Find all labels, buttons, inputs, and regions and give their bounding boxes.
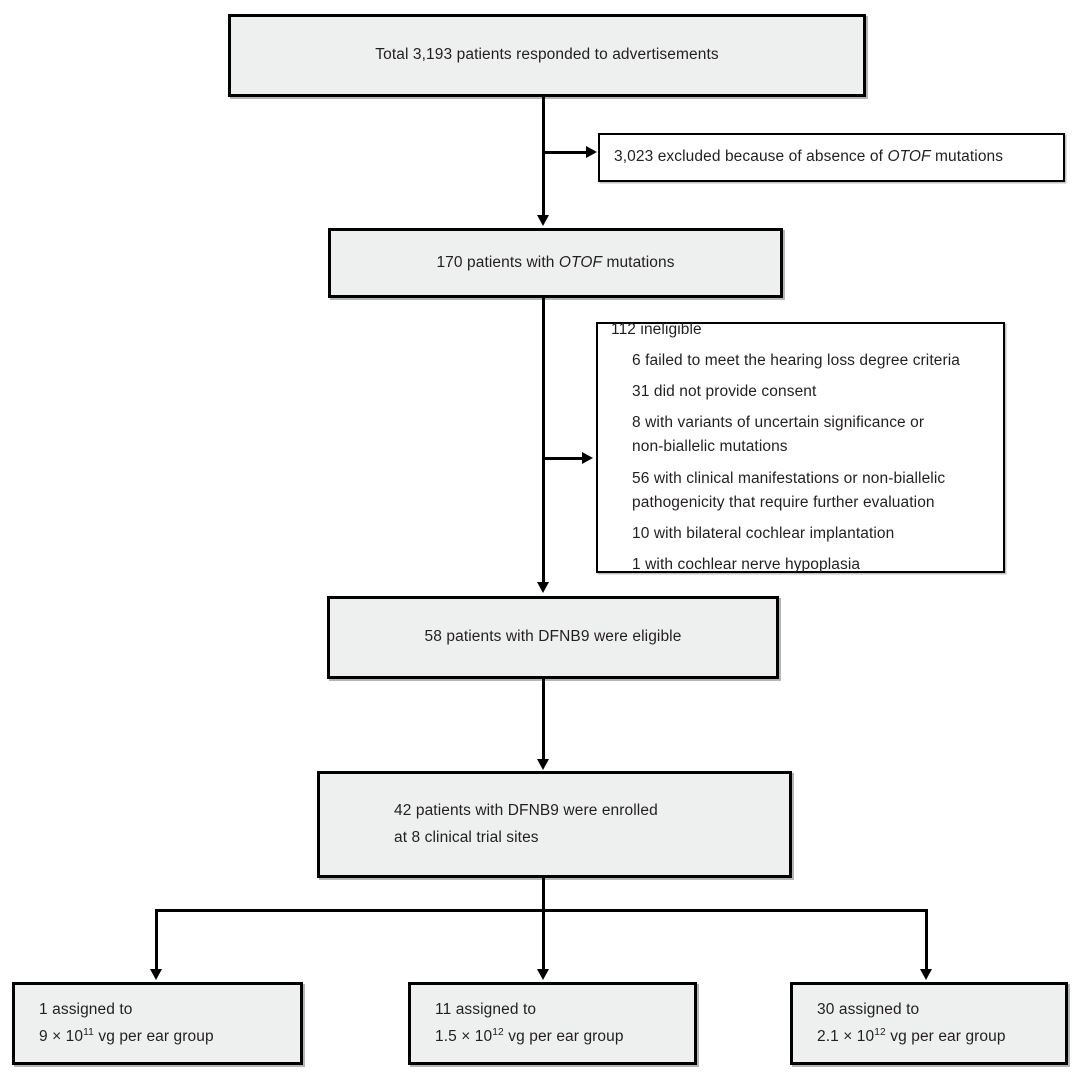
arrowhead-to-arm-1 bbox=[537, 969, 549, 980]
arm-1-mantissa: 1.5 × 10 bbox=[435, 1027, 493, 1045]
ineligible-item-3: 56 with clinical manifestations or non-b… bbox=[611, 467, 960, 515]
ineligible-item-1-line1: 31 did not provide consent bbox=[632, 383, 817, 401]
node-arm-1-line1: 11 assigned to bbox=[435, 1000, 537, 1018]
node-arm-1-dose: 1.5 × 1012 vg per ear group bbox=[435, 1024, 624, 1051]
arrowhead-to-excluded bbox=[586, 146, 597, 158]
ineligible-item-2-line1: 8 with variants of uncertain significanc… bbox=[632, 414, 925, 432]
ineligible-item-3-line1: 56 with clinical manifestations or non-b… bbox=[632, 469, 946, 487]
ineligible-item-0: 6 failed to meet the hearing loss degree… bbox=[611, 349, 960, 373]
node-with-mutations: 170 patients with OTOF mutations bbox=[328, 228, 783, 298]
node-arm-2-line1: 30 assigned to bbox=[817, 1000, 920, 1018]
arm-0-unit: vg per ear group bbox=[93, 1027, 214, 1045]
connector-mutations-to-eligible bbox=[542, 298, 545, 583]
node-arm-1: 11 assigned to 1.5 × 1012 vg per ear gro… bbox=[408, 982, 697, 1065]
node-eligible-text: 58 patients with DFNB9 were eligible bbox=[424, 628, 682, 646]
arm-0-exponent: 11 bbox=[83, 1026, 94, 1038]
ineligible-item-5-line1: 1 with cochlear nerve hypoplasia bbox=[632, 556, 861, 574]
connector-enrolled-stem bbox=[542, 878, 545, 971]
arm-1-unit: vg per ear group bbox=[503, 1027, 624, 1045]
connector-to-ineligible bbox=[544, 457, 584, 460]
connector-responded-to-mutations bbox=[542, 97, 545, 216]
node-enrolled-line1: 42 patients with DFNB9 were enrolled bbox=[394, 801, 658, 819]
node-with-mutations-text: 170 patients with OTOF mutations bbox=[436, 250, 674, 277]
node-arm-0-line1: 1 assigned to bbox=[39, 1000, 133, 1018]
connector-to-arm-2 bbox=[925, 909, 928, 971]
mutations-prefix: 170 patients with bbox=[436, 253, 559, 271]
connector-eligible-to-enrolled bbox=[542, 679, 545, 760]
arrowhead-to-enrolled bbox=[537, 759, 549, 770]
node-excluded-no-mutation: 3,023 excluded because of absence of OTO… bbox=[598, 133, 1065, 182]
connector-branch-bar bbox=[155, 909, 927, 912]
ineligible-item-5: 1 with cochlear nerve hypoplasia bbox=[611, 553, 960, 577]
connector-to-arm-0 bbox=[155, 909, 158, 971]
node-eligible: 58 patients with DFNB9 were eligible bbox=[327, 596, 779, 679]
node-arm-0-dose: 9 × 1011 vg per ear group bbox=[39, 1024, 214, 1051]
mutations-gene: OTOF bbox=[558, 253, 603, 271]
node-enrolled: 42 patients with DFNB9 were enrolled at … bbox=[317, 771, 792, 878]
arrowhead-to-mutations bbox=[537, 215, 549, 226]
node-arm-0: 1 assigned to 9 × 1011 vg per ear group bbox=[12, 982, 303, 1065]
excluded-gene: OTOF bbox=[887, 148, 931, 166]
ineligible-item-3-line2: pathogenicity that require further evalu… bbox=[632, 493, 935, 511]
arrowhead-to-eligible bbox=[537, 582, 549, 593]
arrowhead-to-arm-0 bbox=[150, 969, 162, 980]
excluded-suffix: mutations bbox=[930, 148, 1004, 166]
arm-2-exponent: 12 bbox=[874, 1026, 886, 1038]
node-responded-text: Total 3,193 patients responded to advert… bbox=[375, 46, 719, 64]
ineligible-item-0-line1: 6 failed to meet the hearing loss degree… bbox=[632, 351, 961, 369]
node-arm-2: 30 assigned to 2.1 × 1012 vg per ear gro… bbox=[790, 982, 1068, 1065]
arm-0-mantissa: 9 × 10 bbox=[39, 1027, 84, 1045]
node-enrolled-line2: at 8 clinical trial sites bbox=[394, 828, 539, 846]
node-excluded-text: 3,023 excluded because of absence of OTO… bbox=[614, 144, 1003, 171]
mutations-suffix: mutations bbox=[602, 253, 675, 271]
ineligible-item-2-line2: non-biallelic mutations bbox=[632, 438, 788, 456]
arm-2-unit: vg per ear group bbox=[885, 1027, 1006, 1045]
excluded-prefix: 3,023 excluded because of absence of bbox=[614, 148, 888, 166]
ineligible-item-4: 10 with bilateral cochlear implantation bbox=[611, 522, 960, 546]
ineligible-item-1: 31 did not provide consent bbox=[611, 380, 960, 404]
ineligible-header: 112 ineligible bbox=[611, 320, 702, 338]
node-ineligible: 112 ineligible 6 failed to meet the hear… bbox=[596, 321, 1005, 573]
node-arm-2-dose: 2.1 × 1012 vg per ear group bbox=[817, 1024, 1006, 1051]
arm-1-exponent: 12 bbox=[492, 1026, 504, 1038]
ineligible-item-4-line1: 10 with bilateral cochlear implantation bbox=[632, 524, 895, 542]
node-responded: Total 3,193 patients responded to advert… bbox=[228, 14, 866, 97]
ineligible-item-2: 8 with variants of uncertain significanc… bbox=[611, 411, 960, 459]
arrowhead-to-arm-2 bbox=[920, 969, 932, 980]
ineligible-list: 112 ineligible 6 failed to meet the hear… bbox=[598, 309, 970, 587]
arm-2-mantissa: 2.1 × 10 bbox=[817, 1027, 875, 1045]
connector-to-excluded bbox=[544, 151, 588, 154]
arrowhead-to-ineligible bbox=[582, 452, 593, 464]
